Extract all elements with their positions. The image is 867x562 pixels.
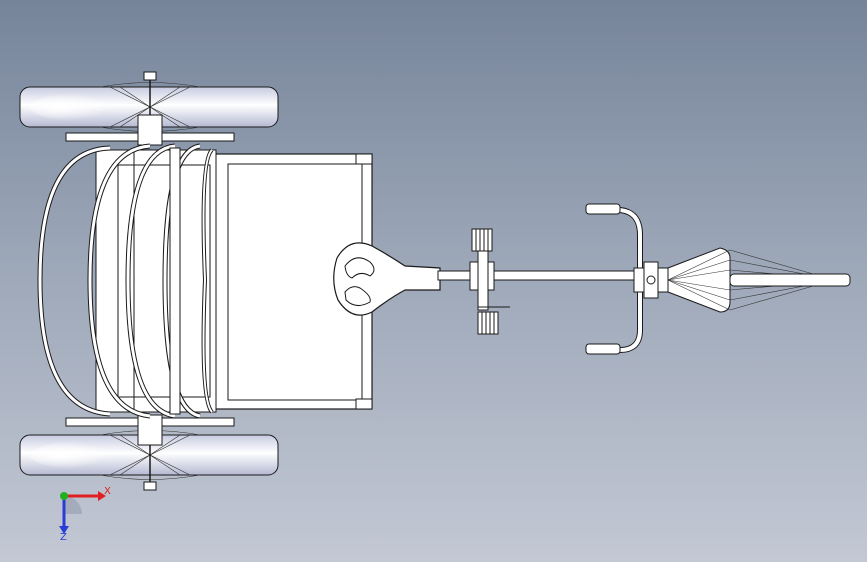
orientation-triad[interactable]: X Z [40,482,120,552]
bench-frame [95,149,217,413]
triad-arrows-icon [59,491,106,534]
x-axis-label: X [104,486,111,497]
pedal-top [471,228,493,252]
rear-axle-bars [65,114,235,446]
rear-wheel-top [19,71,279,135]
rear-wheel-bottom [19,425,279,491]
saddle [333,242,441,316]
z-axis-label: Z [60,532,67,543]
front-fork [633,261,669,299]
canopy-hoops [37,143,214,419]
pedal-bottom [477,306,510,335]
front-wheel [667,247,851,313]
main-frame-tube [437,247,639,311]
